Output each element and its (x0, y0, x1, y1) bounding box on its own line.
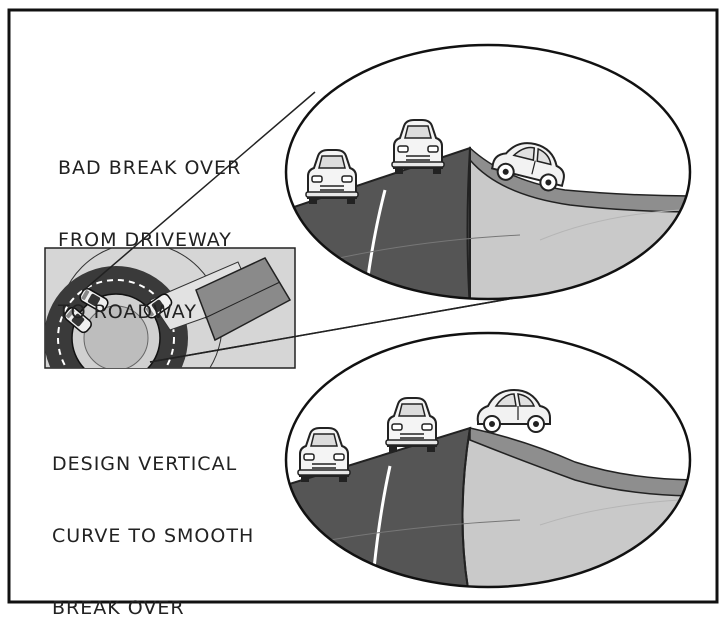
label-line: CURVE TO SMOOTH (52, 524, 254, 548)
design-curve-label: DESIGN VERTICAL CURVE TO SMOOTH BREAK OV… (52, 404, 254, 644)
bad-breakover-label: BAD BREAK OVER FROM DRIVEWAY TO ROADWAY (58, 108, 241, 348)
label-line: DESIGN VERTICAL (52, 452, 254, 476)
label-line: BAD BREAK OVER (58, 156, 241, 180)
label-line: FROM DRIVEWAY (58, 228, 241, 252)
label-line: BREAK OVER (52, 596, 254, 620)
label-line: TO ROADWAY (58, 300, 241, 324)
